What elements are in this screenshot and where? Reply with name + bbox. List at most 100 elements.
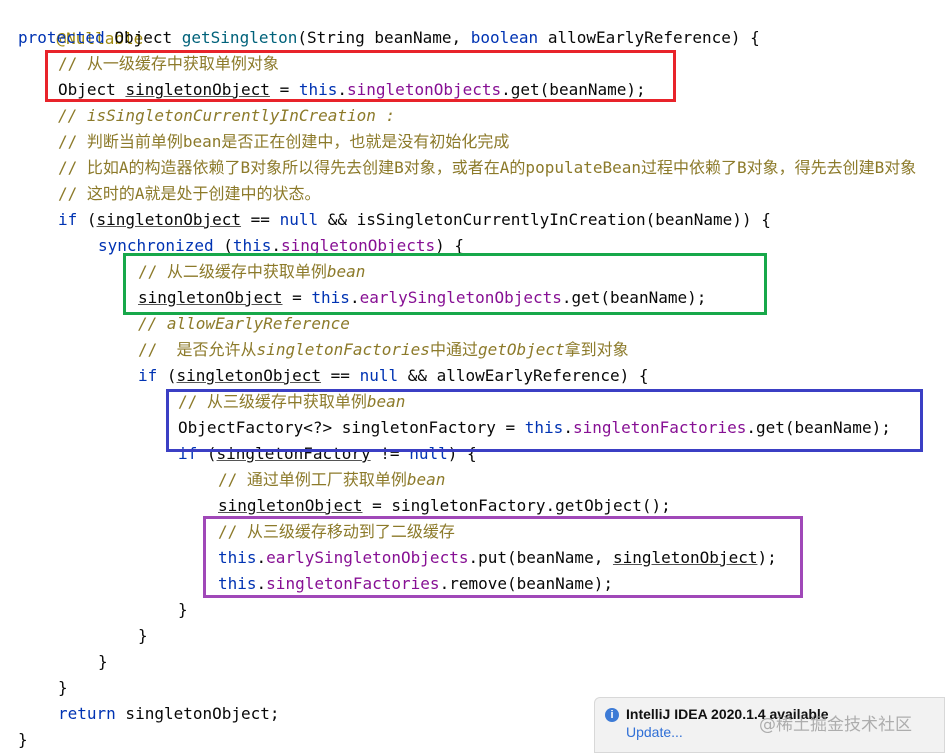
variable: singletonObject (125, 80, 270, 99)
comment: // 比如A的构造器依赖了B对象所以得先去创建B对象，或者在A的populate… (58, 158, 917, 177)
comment: // 这时的A就是处于创建中的状态。 (58, 184, 321, 203)
code-line: // 判断当前单例bean是否正在创建中，也就是没有初始化完成 (58, 129, 509, 155)
code-text: ) { (435, 236, 465, 255)
comment: bean (366, 392, 406, 411)
keyword: this (218, 574, 257, 593)
code-line: this.singletonFactories.remove(beanName)… (218, 571, 613, 597)
code-text: Object (104, 28, 182, 47)
code-line: synchronized (this.singletonObjects) { (98, 233, 464, 259)
code-text: } (98, 652, 108, 671)
code-line: this.earlySingletonObjects.put(beanName,… (218, 545, 777, 571)
keyword: boolean (470, 28, 539, 47)
code-text: = (282, 288, 312, 307)
keyword: protected (18, 28, 105, 47)
comment: getObject (477, 340, 565, 359)
code-line: // allowEarlyReference (138, 311, 350, 337)
comment: 中通过 (429, 340, 478, 359)
code-text: } (138, 626, 148, 645)
field: singletonObjects (347, 80, 502, 99)
comment: bean (326, 262, 366, 281)
update-notification[interactable]: i IntelliJ IDEA 2020.1.4 available Updat… (594, 697, 945, 753)
update-link[interactable]: Update... (626, 724, 683, 740)
code-line: // 比如A的构造器依赖了B对象所以得先去创建B对象，或者在A的populate… (58, 155, 916, 181)
code-line: Object singletonObject = this.singletonO… (58, 77, 646, 103)
code-text: == (321, 366, 360, 385)
keyword: null (409, 444, 448, 463)
code-text: ObjectFactory<?> singletonFactory = (178, 418, 525, 437)
keyword: this (218, 548, 257, 567)
code-line: if (singletonFactory != null) { (178, 441, 477, 467)
comment: 拿到对象 (564, 340, 629, 359)
code-line: } (138, 623, 148, 649)
variable: singletonObject (176, 366, 322, 385)
comment: // 从三级缓存移动到了二级缓存 (218, 522, 455, 541)
code-line: } (98, 649, 108, 675)
code-text: != (370, 444, 410, 463)
field: singletonObjects (281, 236, 436, 255)
comment: // isSingletonCurrentlyInCreation : (58, 106, 396, 125)
field: earlySingletonObjects (359, 288, 562, 307)
watermark: @稀土掘金技术社区 (759, 715, 912, 735)
code-line: // 是否允许从singletonFactories中通过getObject拿到… (138, 337, 629, 363)
code-line: ObjectFactory<?> singletonFactory = this… (178, 415, 891, 441)
code-text: ( (197, 444, 217, 463)
code-text: .put(beanName, (468, 548, 613, 567)
annotation: @Nullable (56, 29, 144, 48)
keyword: return (58, 704, 116, 723)
code-line: // isSingletonCurrentlyInCreation : (58, 103, 395, 129)
field: earlySingletonObjects (266, 548, 469, 567)
code-line: protected Object getSingleton(String bea… (18, 25, 760, 51)
code-text: == (241, 210, 280, 229)
code-text: allowEarlyReference) { (538, 28, 760, 47)
code-text: ) { (447, 444, 477, 463)
comment: singletonFactories (256, 340, 430, 359)
code-line: singletonObject = this.earlySingletonObj… (138, 285, 706, 311)
notification-title: IntelliJ IDEA 2020.1.4 available (626, 706, 829, 722)
keyword: if (138, 366, 158, 385)
code-text: ); (757, 548, 777, 567)
info-icon: i (605, 708, 619, 722)
keyword: this (232, 236, 272, 255)
keyword: null (279, 210, 319, 229)
code-line: // 通过单例工厂获取单例bean (218, 467, 445, 493)
comment: // allowEarlyReference (138, 314, 350, 333)
code-text: = (362, 496, 392, 515)
keyword: this (524, 418, 564, 437)
keyword: synchronized (98, 236, 214, 255)
variable: singletonObject (96, 210, 242, 229)
code-text: ( (77, 210, 97, 229)
comment: // 通过单例工厂获取单例 (218, 470, 407, 489)
code-text: ( (157, 366, 177, 385)
code-text: .remove(beanName); (439, 574, 613, 593)
code-text: } (58, 678, 68, 697)
code-line: // 这时的A就是处于创建中的状态。 (58, 181, 321, 207)
code-line: } (18, 727, 28, 753)
code-line: // 从二级缓存中获取单例bean (138, 259, 365, 285)
code-line: // 从一级缓存中获取单例对象 (58, 51, 279, 77)
code-text: .get(beanName); (746, 418, 891, 437)
code-text: singletonFactory.getObject(); (391, 496, 671, 515)
code-text: . (563, 418, 573, 437)
comment: // 从一级缓存中获取单例对象 (58, 54, 279, 73)
code-text: } (18, 730, 28, 749)
code-text: } (178, 600, 188, 619)
code-text: . (349, 288, 360, 307)
code-text: .get(beanName); (561, 288, 707, 307)
keyword: null (359, 366, 399, 385)
variable: singletonObject (138, 288, 283, 307)
code-line: } (58, 675, 68, 701)
code-text: Object (58, 80, 126, 99)
code-line: if (singletonObject == null && isSinglet… (58, 207, 771, 233)
keyword: if (58, 210, 78, 229)
code-text: ( (213, 236, 233, 255)
variable: singletonObject (218, 496, 363, 515)
code-text: .get(beanName); (501, 80, 646, 99)
field: singletonFactories (572, 418, 747, 437)
code-text: . (256, 548, 267, 567)
keyword: this (311, 288, 350, 307)
comment: bean (406, 470, 446, 489)
code-line: return singletonObject; (58, 701, 280, 727)
code-text: && isSingletonCurrentlyInCreation(beanNa… (318, 210, 771, 229)
method-name: getSingleton (181, 28, 298, 47)
